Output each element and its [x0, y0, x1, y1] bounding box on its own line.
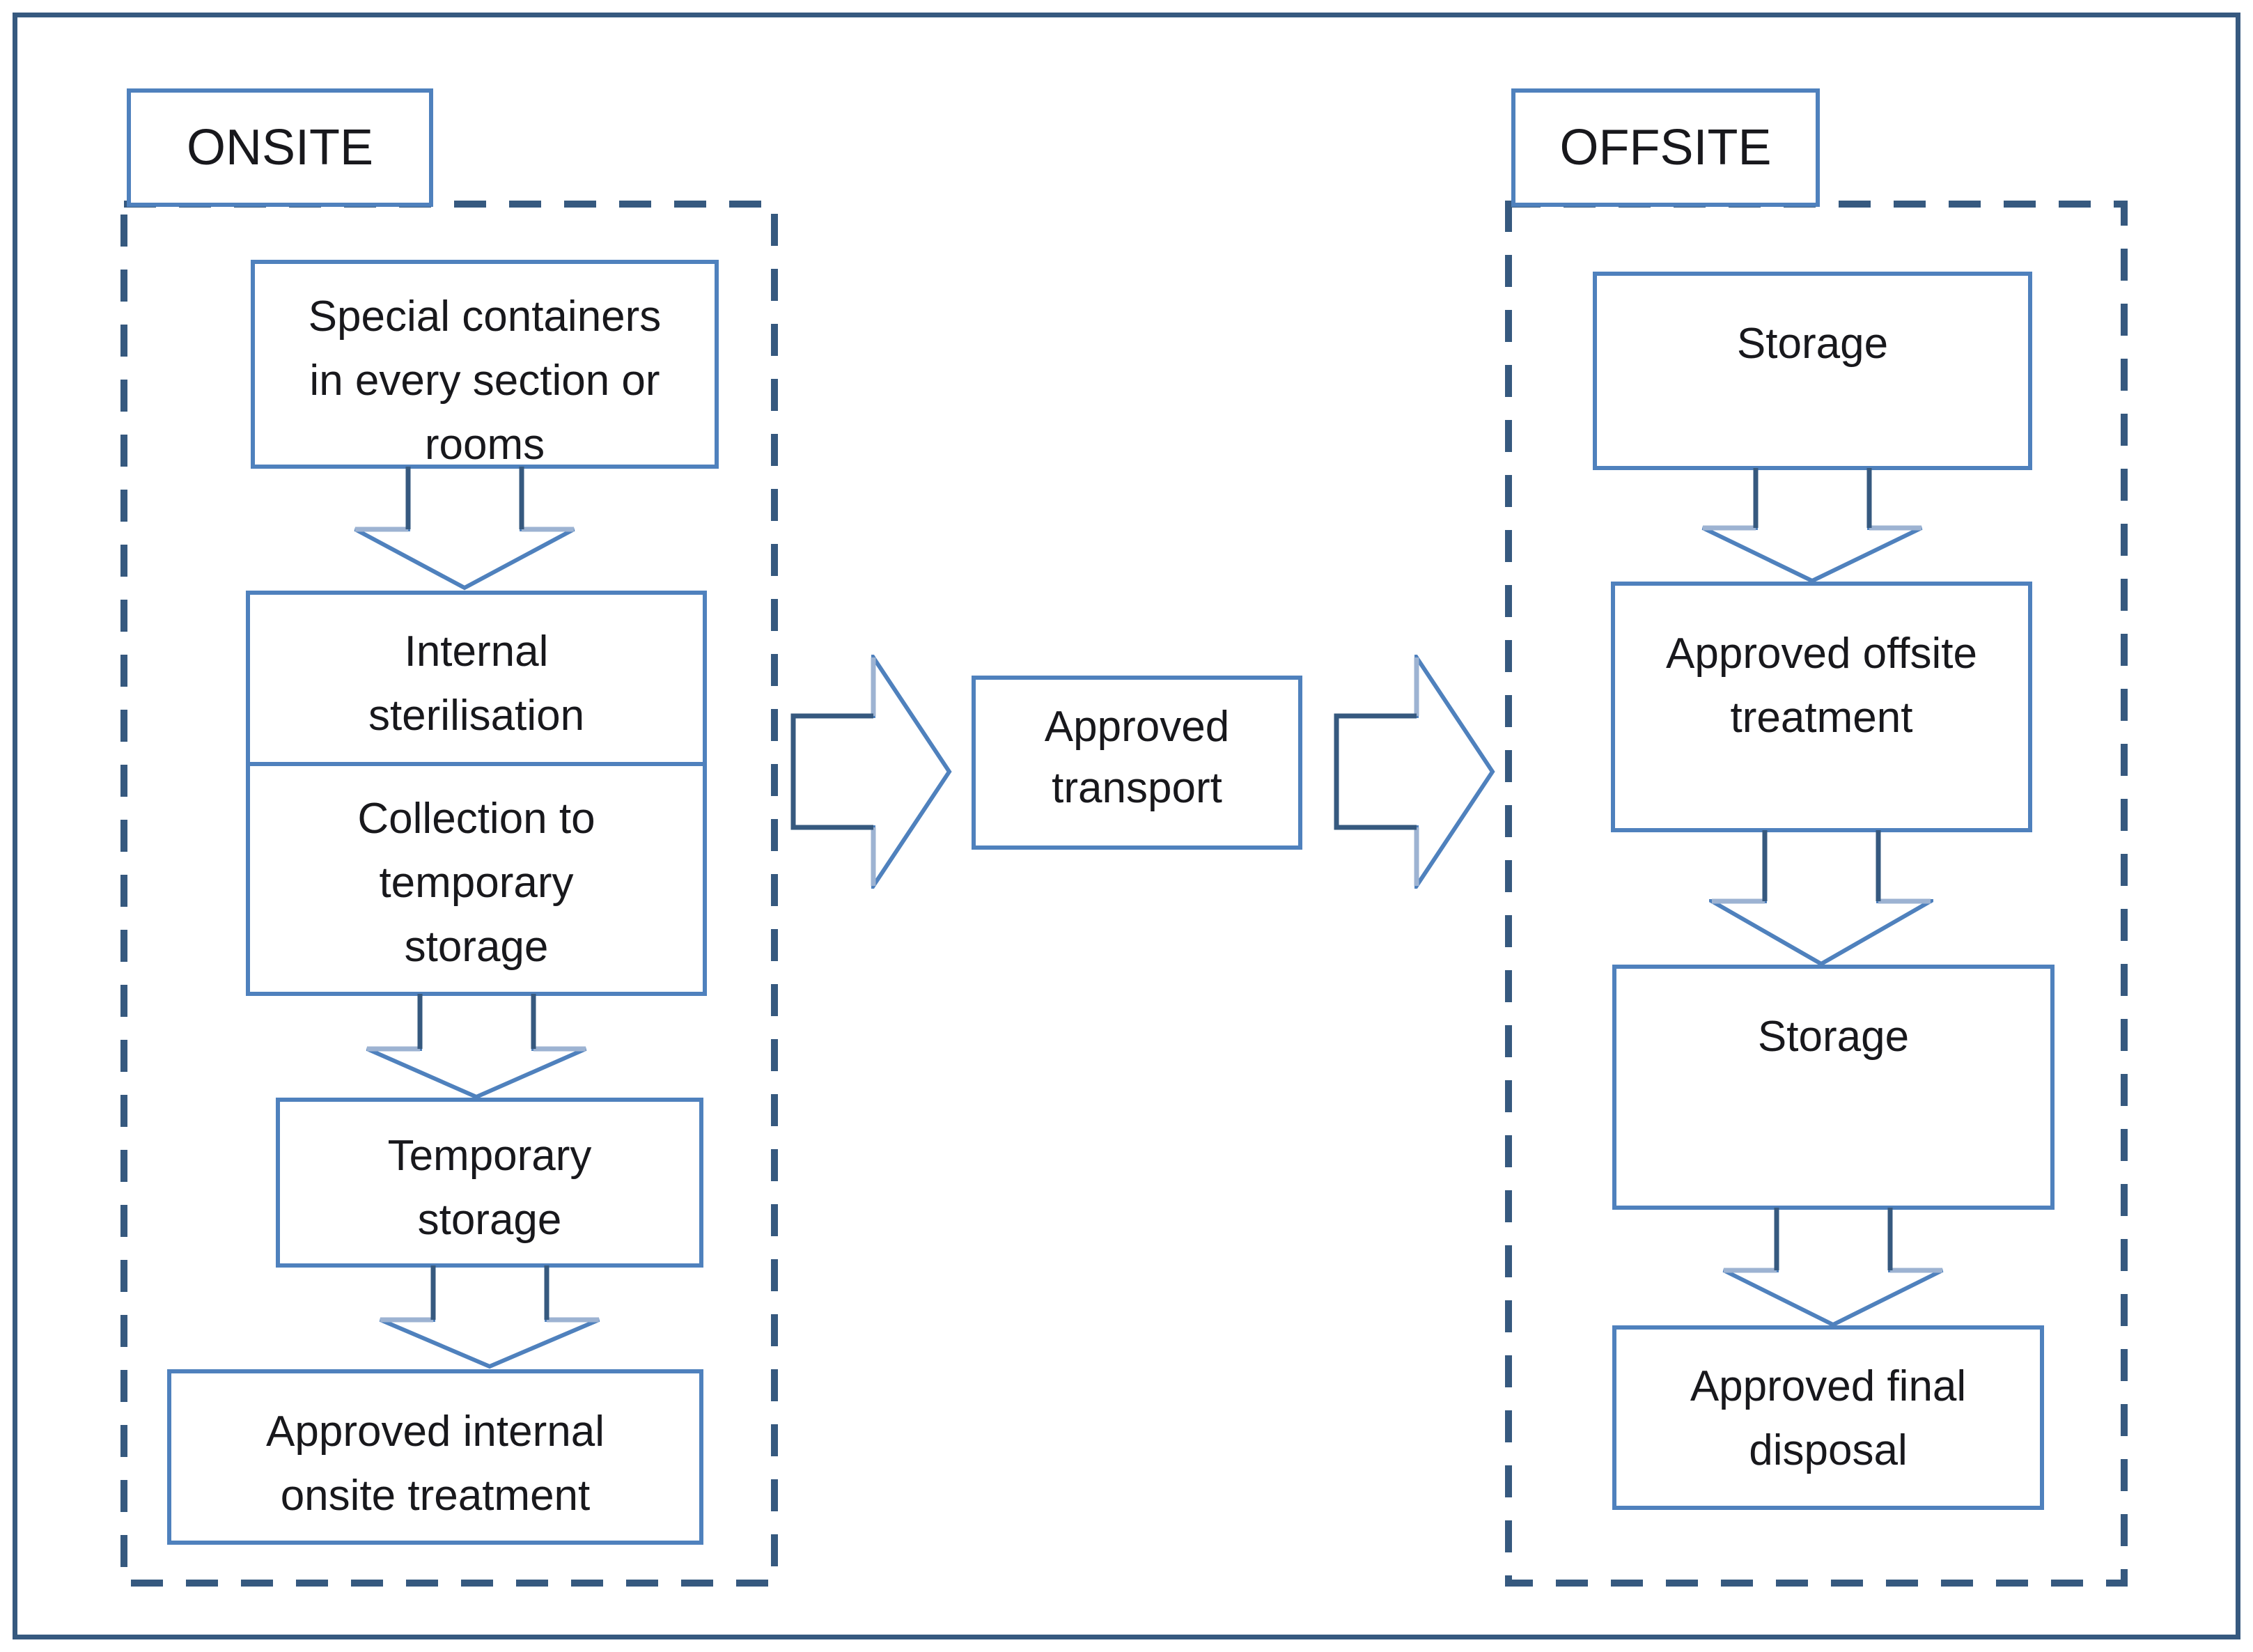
onsite-dashed-container	[120, 201, 778, 1587]
flow-box-approved-offsite-treatment: Approved offsite treatment	[1611, 582, 2032, 832]
flow-box-approved-transport: Approved transport	[972, 676, 1302, 850]
flow-box-temporary-storage: Temporary storage	[276, 1098, 703, 1268]
flow-box-approved-final-disposal: Approved final disposal	[1612, 1325, 2044, 1510]
flow-box-internal-sterilisation: Internal sterilisation	[246, 591, 707, 766]
offsite-label-text: OFFSITE	[1559, 120, 1772, 176]
down-block-arrow-icon	[1709, 830, 1933, 967]
flow-box-storage-offsite-2: Storage	[1612, 965, 2055, 1210]
right-block-arrow-icon	[790, 655, 952, 889]
approved-internal-text: Approved internal onsite treatment	[266, 1408, 605, 1520]
storage-2-text: Storage	[1757, 1013, 1910, 1061]
down-block-arrow-icon	[354, 467, 575, 591]
storage-1-text: Storage	[1736, 320, 1889, 368]
down-block-arrow-icon	[1701, 468, 1923, 584]
right-block-arrow-icon	[1334, 655, 1495, 889]
onsite-label-text: ONSITE	[186, 120, 374, 176]
down-block-arrow-icon	[1722, 1208, 1944, 1327]
flow-box-approved-internal-treatment: Approved internal onsite treatment	[167, 1369, 703, 1545]
special-containers-text: Special containers in every section or r…	[308, 293, 662, 469]
flow-box-storage-offsite-1: Storage	[1593, 272, 2032, 470]
approved-offsite-text: Approved offsite treatment	[1666, 630, 1977, 742]
internal-sterilisation-text: Internal sterilisation	[368, 628, 585, 740]
onsite-section-label: ONSITE	[127, 88, 433, 207]
offsite-section-label: OFFSITE	[1511, 88, 1820, 207]
approved-final-text: Approved final disposal	[1690, 1362, 1967, 1474]
collection-temporary-text: Collection to temporary storage	[357, 795, 595, 971]
figure-border	[13, 13, 2240, 1639]
temporary-storage-text: Temporary storage	[387, 1132, 592, 1244]
flow-box-collection-temporary: Collection to temporary storage	[246, 762, 707, 996]
flow-box-special-containers: Special containers in every section or r…	[251, 260, 719, 469]
down-block-arrow-icon	[379, 1265, 600, 1369]
down-block-arrow-icon	[366, 994, 587, 1100]
approved-transport-text: Approved transport	[1044, 703, 1230, 813]
